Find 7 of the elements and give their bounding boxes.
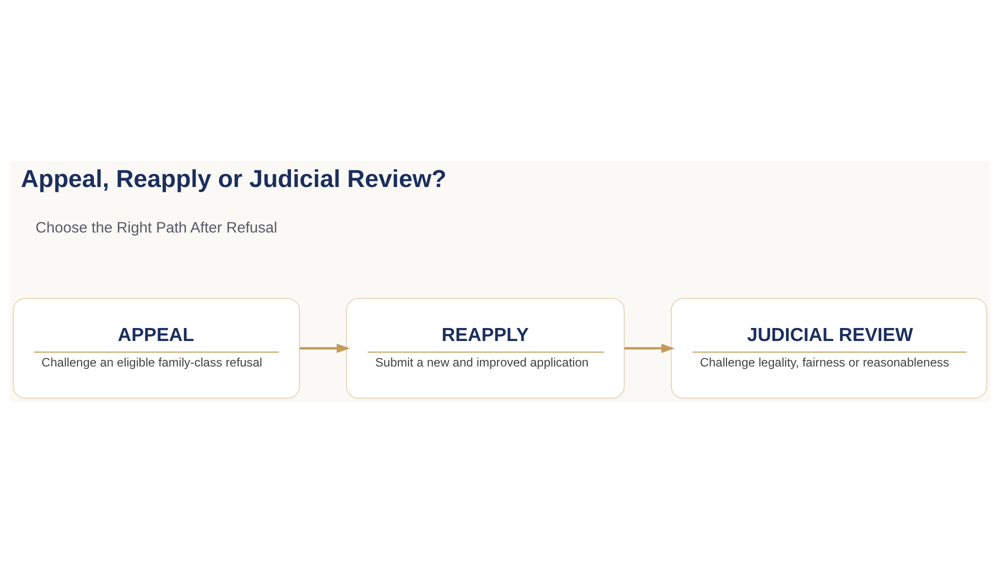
node-box: APPEAL Challenge an eligible family-class refusal — [12, 298, 300, 399]
diagram-title: Appeal, Reapply or Judicial Review? — [20, 166, 446, 194]
node-box: REAPPLY Submit a new and improved application — [346, 298, 625, 399]
node-box: JUDICIAL REVIEW Challenge legality, fairness or reasonableness — [670, 298, 988, 399]
arrow — [624, 344, 675, 353]
arrow — [300, 344, 350, 353]
label: Choose the Right Path After Refusal — [36, 219, 278, 236]
